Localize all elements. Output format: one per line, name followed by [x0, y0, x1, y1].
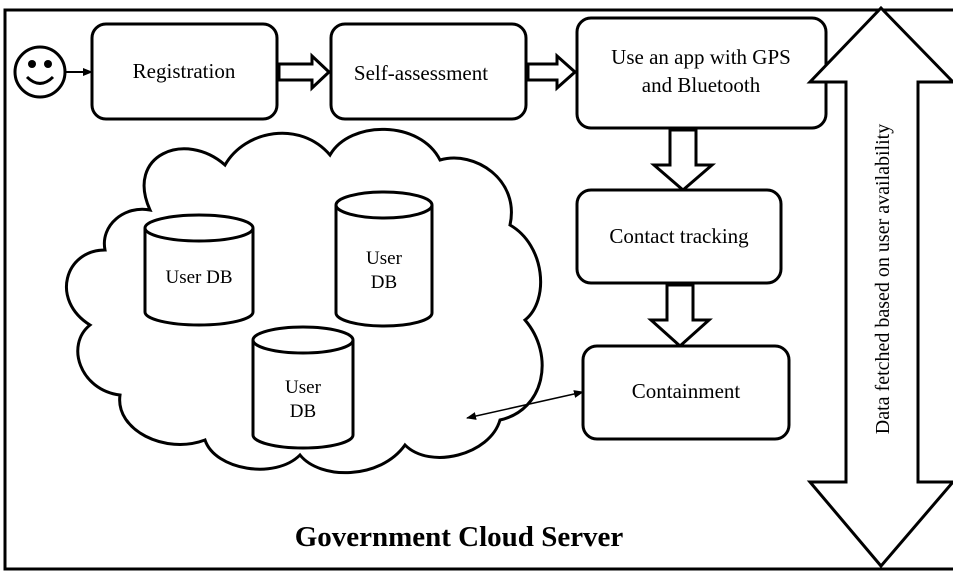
cloud-containment-link	[466, 390, 584, 420]
cloud-server-label: Government Cloud Server	[295, 521, 624, 553]
user-db-3	[251, 325, 355, 450]
registration-box	[90, 22, 279, 121]
self-assessment-label: Self-assessment	[354, 61, 488, 85]
user-db-1-label: User DB	[165, 267, 232, 288]
vertical-double-arrow	[806, 5, 953, 569]
use-app-label-line1: Use an app with GPS	[611, 45, 791, 69]
user-db-2-label-line1: User	[366, 248, 403, 269]
smiley-face-icon	[13, 45, 67, 99]
user-db-2-label-line2: DB	[371, 272, 397, 293]
user-db-3-label-line2: DB	[290, 401, 316, 422]
block-arrow-2	[526, 52, 578, 92]
containment-label: Containment	[632, 379, 741, 403]
use-app-label-line2: and Bluetooth	[642, 73, 761, 97]
contact-tracking-label: Contact tracking	[609, 224, 749, 248]
block-arrow-4	[647, 283, 713, 349]
contact-tracking-box	[575, 188, 783, 285]
user-db-2	[334, 190, 434, 328]
block-arrow-3	[649, 128, 717, 192]
self-assessment-box	[329, 22, 528, 121]
block-arrow-1	[277, 52, 332, 92]
user-db-3-label-line1: User	[285, 377, 322, 398]
user-db-1	[143, 213, 255, 327]
outer-frame	[3, 8, 953, 571]
registration-label: Registration	[133, 59, 236, 83]
vertical-arrow-label: Data fetched based on user availability	[872, 124, 894, 434]
